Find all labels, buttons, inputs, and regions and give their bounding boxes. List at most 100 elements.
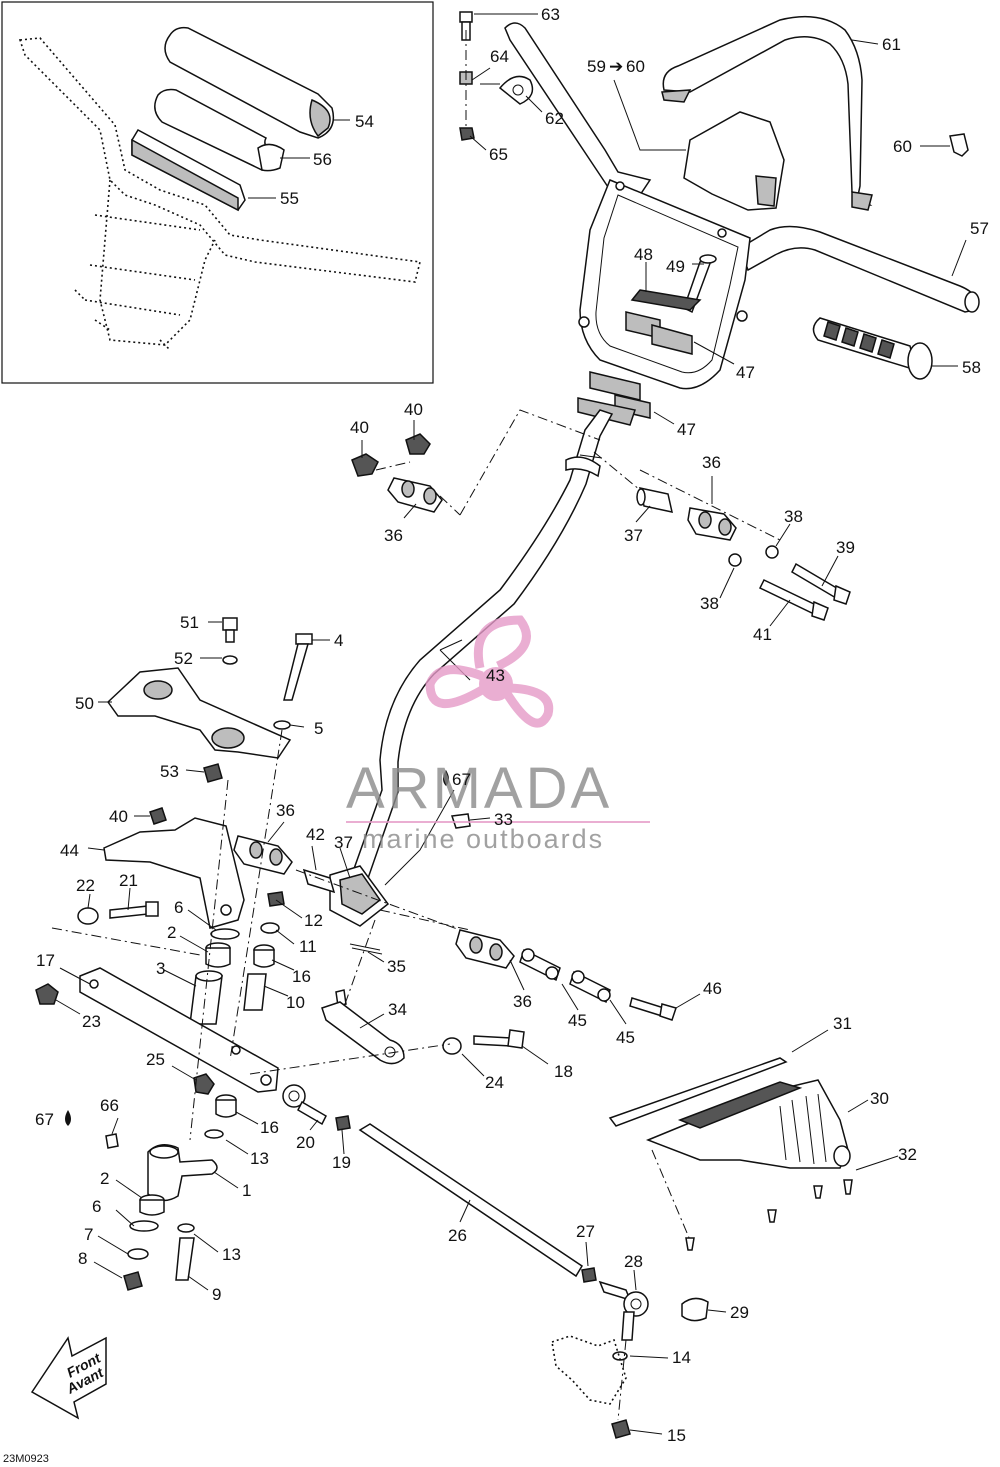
- gasket-31: [608, 1057, 788, 1127]
- propeller-logo: [425, 615, 554, 728]
- callout-30: 30: [870, 1089, 889, 1108]
- callout-45-a: 45: [568, 1011, 587, 1030]
- plate-17: [79, 967, 279, 1093]
- cap-29: [681, 1297, 709, 1322]
- callout-61: 61: [882, 35, 901, 54]
- callout-21: 21: [119, 871, 138, 890]
- callout-16-b: 16: [260, 1118, 279, 1137]
- arrow-to: ➔: [609, 57, 623, 76]
- callout-42: 42: [306, 825, 325, 844]
- bolt-9: [175, 1237, 195, 1281]
- fitting-66: [105, 1133, 119, 1149]
- callout-7: 7: [84, 1225, 93, 1244]
- rod-end-28: [598, 1280, 649, 1341]
- callout-62: 62: [545, 109, 564, 128]
- arm-1: [147, 1144, 218, 1202]
- callout-2-b: 2: [100, 1169, 109, 1188]
- callout-60: 60: [893, 137, 912, 156]
- armada-watermark: ARMADA marine outboards: [346, 615, 650, 854]
- front-direction-arrow: Front Avant: [30, 1336, 107, 1420]
- callout-54: 54: [355, 112, 374, 131]
- callout-10: 10: [286, 993, 305, 1012]
- callout-32: 32: [898, 1145, 917, 1164]
- callout-50: 50: [75, 694, 94, 713]
- washer-13-upper: [204, 1129, 224, 1139]
- callout-4: 4: [334, 631, 343, 650]
- washer-6-lower: [129, 1220, 159, 1232]
- nut-19: [335, 1115, 351, 1131]
- bolt-51: [222, 617, 238, 643]
- callout-36-c: 36: [276, 801, 295, 820]
- callout-labels: 63 64 62 65 59 ➔ 60 61 60 57 58 54 56 55…: [35, 5, 989, 1445]
- sleeve-3: [189, 970, 223, 1025]
- callout-26: 26: [448, 1226, 467, 1245]
- washer-11: [260, 922, 280, 934]
- callout-46: 46: [703, 979, 722, 998]
- inset-handlebar-outline: [18, 37, 421, 351]
- bolt-18: [473, 1029, 525, 1049]
- washer-52: [222, 655, 238, 665]
- handlebar-pad-55: [131, 128, 246, 212]
- column-lower-plate: [329, 865, 390, 927]
- bushing-16-lower: [215, 1094, 237, 1118]
- callout-56: 56: [313, 150, 332, 169]
- clip-60: [949, 133, 969, 157]
- callout-41: 41: [753, 625, 772, 644]
- callout-47-lower: 47: [677, 420, 696, 439]
- clamps-47: [577, 311, 693, 426]
- callout-40-c: 40: [109, 807, 128, 826]
- callout-37-b: 37: [334, 833, 353, 852]
- callout-53: 53: [160, 762, 179, 781]
- callout-63: 63: [541, 5, 560, 24]
- rod-end-20: [282, 1084, 327, 1126]
- callout-40-b: 40: [404, 400, 423, 419]
- callout-40-a: 40: [350, 418, 369, 437]
- block-36-lower-right: [455, 929, 515, 969]
- callout-20: 20: [296, 1133, 315, 1152]
- nut-25: [193, 1073, 215, 1095]
- diagram-id: 23M0923: [3, 1453, 49, 1465]
- callout-13-a: 13: [250, 1149, 269, 1168]
- bushing-2-lower: [139, 1194, 165, 1216]
- callout-55: 55: [280, 189, 299, 208]
- block-36-upper-left: [387, 477, 443, 513]
- assembly-lines: [51, 30, 781, 1421]
- handlebar-pad-56: [154, 88, 285, 172]
- bolt-46: [629, 997, 677, 1021]
- bracket-50: [107, 667, 292, 759]
- sleeve-10: [243, 973, 267, 1011]
- nut-8: [123, 1271, 143, 1291]
- handlebar-pad-54: [164, 26, 335, 139]
- leader-lines: [55, 13, 967, 1435]
- callout-36-d: 36: [513, 992, 532, 1011]
- links-45: [519, 948, 611, 1004]
- callout-52: 52: [174, 649, 193, 668]
- cover-59: [683, 111, 785, 211]
- callout-57: 57: [970, 219, 989, 238]
- callout-34: 34: [388, 1000, 407, 1019]
- callout-45-b: 45: [616, 1028, 635, 1047]
- callout-12: 12: [304, 911, 323, 930]
- screws-32: [685, 1179, 853, 1251]
- washer-24: [442, 1037, 462, 1055]
- bolt-21: [109, 901, 159, 919]
- nut-40-upper-left: [351, 453, 379, 477]
- callout-37-a: 37: [624, 526, 643, 545]
- bracket-48: [630, 289, 702, 311]
- oil-drop-icon: [443, 770, 449, 786]
- callout-8: 8: [78, 1249, 87, 1268]
- bolt-41: [758, 579, 829, 621]
- callout-67-a: 67: [452, 770, 471, 789]
- callout-6-b: 6: [92, 1197, 101, 1216]
- clamp-62: [498, 75, 534, 105]
- washers-38: [728, 545, 779, 567]
- bolt-4: [283, 633, 313, 701]
- callout-18: 18: [554, 1062, 573, 1081]
- bolt-39: [791, 562, 851, 605]
- arm-34: [321, 989, 405, 1065]
- boot-30: [645, 1079, 851, 1169]
- callout-36-a: 36: [384, 526, 403, 545]
- callout-38-b: 38: [700, 594, 719, 613]
- callout-48: 48: [634, 245, 653, 264]
